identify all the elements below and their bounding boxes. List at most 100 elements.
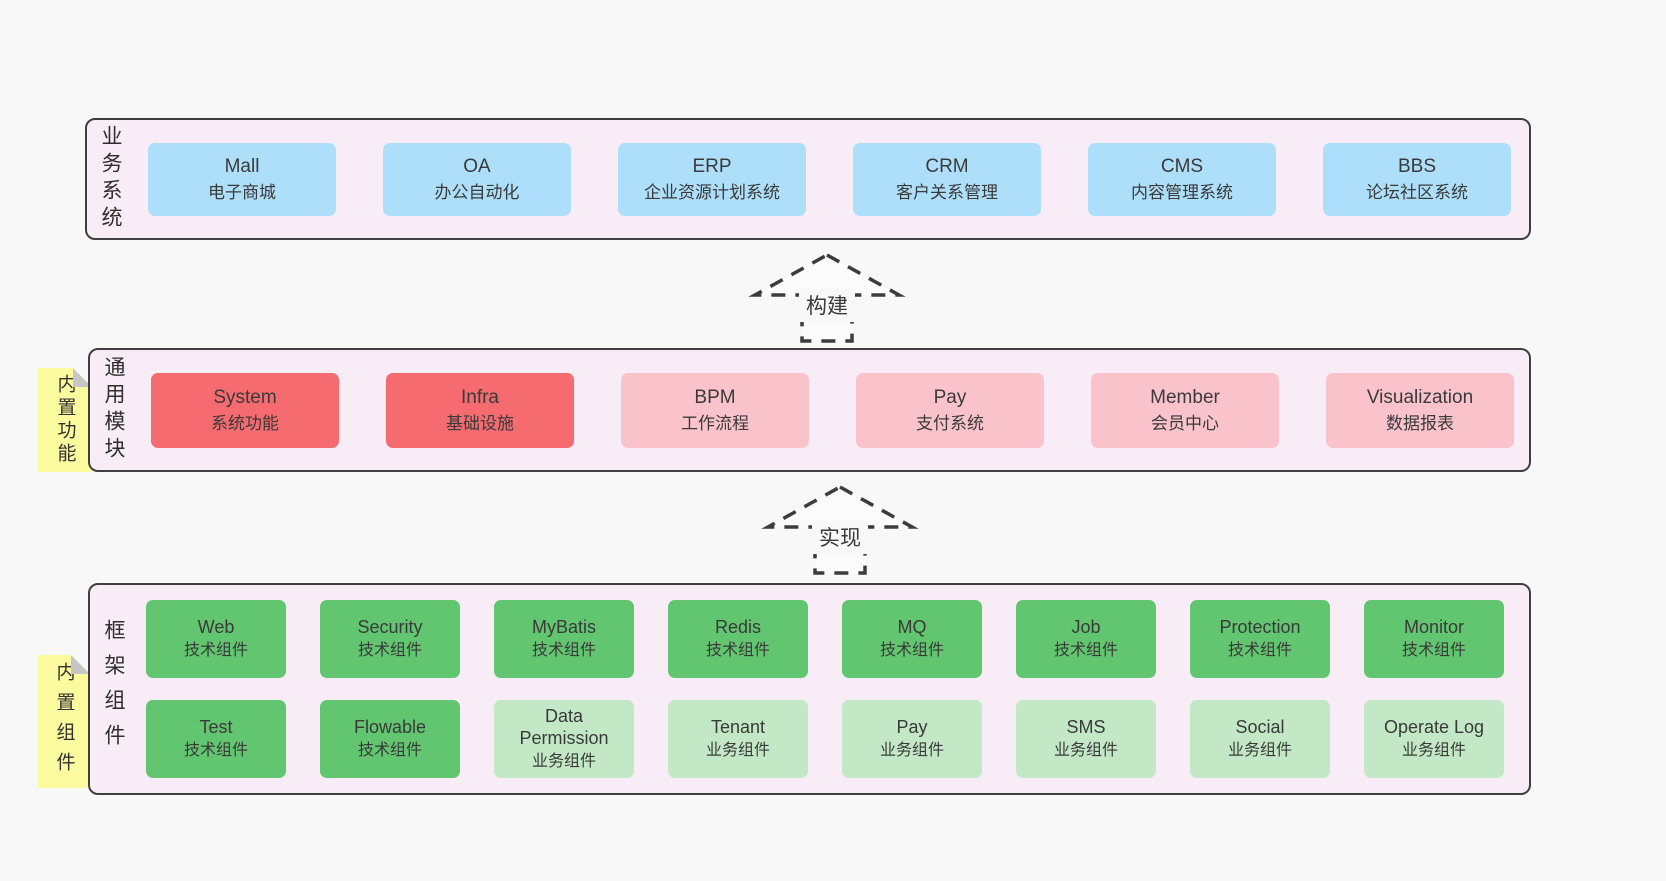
box-title: Social: [1235, 716, 1285, 737]
box-title: MyBatis: [531, 616, 596, 637]
box-subtitle: 技术组件: [1227, 642, 1292, 660]
box-web: Web 技术组件: [146, 600, 286, 678]
sticky-label: 内置组件: [53, 661, 75, 782]
box-subtitle: 工作流程: [681, 414, 749, 434]
box-subtitle: 技术组件: [531, 642, 596, 660]
box-member: Member 会员中心: [1091, 372, 1279, 448]
box-erp: ERP 企业资源计划系统: [618, 142, 806, 216]
box-security: Security 技术组件: [320, 600, 460, 678]
box-flowable: Flowable 技术组件: [320, 700, 460, 778]
box-oa: OA 办公自动化: [383, 142, 571, 216]
box-pay-component: Pay 业务组件: [842, 700, 982, 778]
box-infra: Infra 基础设施: [386, 372, 574, 448]
box-title: SMS: [1066, 716, 1106, 737]
common-modules-layer: 通用模块 System 系统功能 Infra 基础设施 BPM 工作流程 Pay…: [88, 348, 1531, 472]
box-title: Test: [199, 716, 233, 737]
box-data-permission: Data Permission 业务组件: [494, 700, 634, 778]
box-subtitle: 系统功能: [211, 414, 279, 434]
box-title: MQ: [897, 616, 927, 637]
box-subtitle: 技术组件: [879, 642, 944, 660]
box-title: Member: [1150, 386, 1220, 408]
box-protection: Protection 技术组件: [1190, 600, 1330, 678]
box-title: Job: [1071, 616, 1101, 637]
box-subtitle: 技术组件: [183, 742, 248, 760]
box-pay-system: Pay 支付系统: [856, 372, 1044, 448]
box-crm: CRM 客户关系管理: [853, 142, 1041, 216]
box-subtitle: 论坛社区系统: [1366, 183, 1468, 203]
box-title: Operate Log: [1383, 716, 1485, 737]
box-subtitle: 技术组件: [1053, 642, 1118, 660]
business-box-row: Mall 电子商城 OA 办公自动化 ERP 企业资源计划系统 CRM 客户关系…: [148, 142, 1511, 216]
arrow-label: 构建: [806, 295, 848, 318]
box-title: Security: [357, 616, 423, 637]
box-mall: Mall 电子商城: [148, 142, 336, 216]
box-subtitle: 业务组件: [531, 753, 596, 771]
box-mq: MQ 技术组件: [842, 600, 982, 678]
box-subtitle: 客户关系管理: [896, 183, 998, 203]
box-subtitle: 业务组件: [1401, 742, 1466, 760]
box-subtitle: 办公自动化: [434, 183, 520, 203]
box-subtitle: 支付系统: [916, 414, 984, 434]
box-job: Job 技术组件: [1016, 600, 1156, 678]
implement-arrow-up: 实现: [761, 484, 919, 576]
box-monitor: Monitor 技术组件: [1364, 600, 1504, 678]
box-title: Mall: [224, 155, 260, 177]
box-subtitle: 企业资源计划系统: [644, 183, 780, 203]
dashed-up-arrow-icon: 构建: [748, 252, 906, 343]
box-title: System: [213, 386, 277, 408]
box-visualization: Visualization 数据报表: [1326, 372, 1514, 448]
dashed-up-arrow-icon: 实现: [761, 484, 919, 575]
framework-row-1: Web 技术组件 Security 技术组件 MyBatis 技术组件 Redi…: [146, 600, 1504, 678]
box-subtitle: 内容管理系统: [1131, 183, 1233, 203]
box-subtitle: 技术组件: [1401, 642, 1466, 660]
box-title: CMS: [1160, 155, 1204, 177]
sticky-label: 内置功能: [54, 374, 76, 466]
box-mybatis: MyBatis 技术组件: [494, 600, 634, 678]
box-title: Redis: [714, 616, 762, 637]
business-systems-layer: 业务系统 Mall 电子商城 OA 办公自动化 ERP 企业资源计划系统 CRM…: [85, 118, 1531, 240]
box-test: Test 技术组件: [146, 700, 286, 778]
arrow-label: 实现: [819, 527, 861, 550]
framework-rows: Web 技术组件 Security 技术组件 MyBatis 技术组件 Redi…: [146, 600, 1504, 778]
box-title: ERP: [692, 155, 732, 177]
box-title: Visualization: [1366, 386, 1474, 408]
box-redis: Redis 技术组件: [668, 600, 808, 678]
box-title: BPM: [694, 386, 736, 408]
box-subtitle: 技术组件: [183, 642, 248, 660]
box-title: Monitor: [1403, 616, 1465, 637]
box-tenant: Tenant 业务组件: [668, 700, 808, 778]
box-subtitle: 业务组件: [1227, 742, 1292, 760]
box-subtitle: 业务组件: [1053, 742, 1118, 760]
box-social: Social 业务组件: [1190, 700, 1330, 778]
box-title: Tenant: [710, 716, 766, 737]
box-subtitle: 技术组件: [705, 642, 770, 660]
box-subtitle: 业务组件: [879, 742, 944, 760]
box-cms: CMS 内容管理系统: [1088, 142, 1276, 216]
box-title: CRM: [925, 155, 969, 177]
box-title: BBS: [1397, 155, 1437, 177]
box-bpm: BPM 工作流程: [621, 372, 809, 448]
box-system: System 系统功能: [151, 372, 339, 448]
box-subtitle: 基础设施: [446, 414, 514, 434]
box-subtitle: 业务组件: [705, 742, 770, 760]
sticky-note-built-in-components: 内置组件: [38, 655, 90, 788]
box-bbs: BBS 论坛社区系统: [1323, 142, 1511, 216]
box-subtitle: 电子商城: [208, 183, 276, 203]
modules-box-row: System 系统功能 Infra 基础设施 BPM 工作流程 Pay 支付系统…: [151, 372, 1514, 448]
box-title: Pay: [933, 386, 967, 408]
sticky-note-built-in-features: 内置功能: [38, 368, 92, 472]
box-subtitle: 技术组件: [357, 642, 422, 660]
box-subtitle: 数据报表: [1386, 414, 1454, 434]
box-title: Infra: [460, 386, 500, 408]
box-title: OA: [463, 155, 491, 177]
box-title: Data Permission: [519, 705, 609, 748]
layer-side-label: 业务系统: [99, 125, 122, 233]
box-subtitle: 会员中心: [1151, 414, 1219, 434]
framework-components-layer: 框架组件 Web 技术组件 Security 技术组件 MyBatis 技术组件…: [88, 583, 1531, 795]
box-sms: SMS 业务组件: [1016, 700, 1156, 778]
box-title: Flowable: [353, 716, 427, 737]
box-title: Protection: [1219, 616, 1301, 637]
framework-row-2: Test 技术组件 Flowable 技术组件 Data Permission …: [146, 700, 1504, 778]
box-title: Web: [197, 616, 235, 637]
layer-side-label: 通用模块: [102, 356, 125, 464]
